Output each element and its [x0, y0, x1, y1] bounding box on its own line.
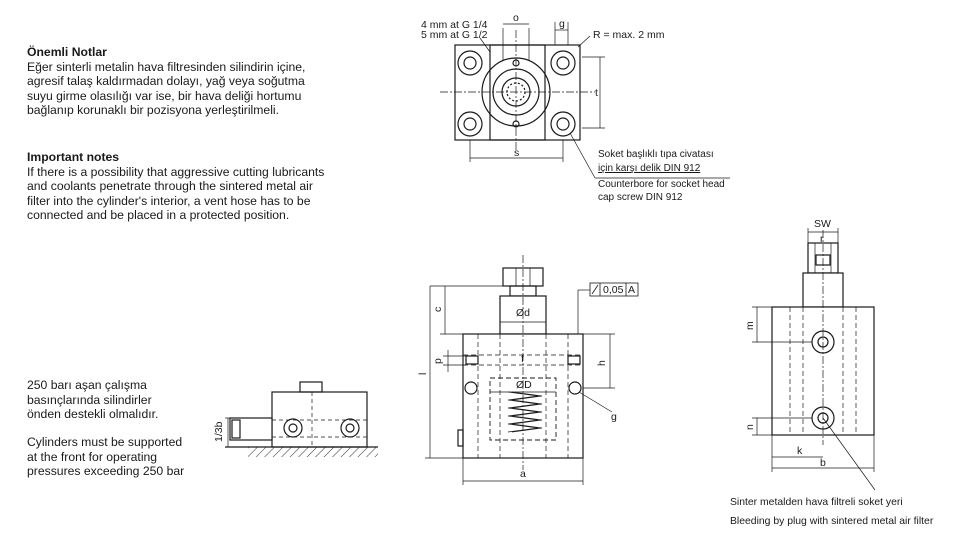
- dim-b-label: b: [820, 457, 826, 469]
- dim-l-label: l: [417, 373, 429, 375]
- dim-SW-label: SW: [814, 218, 831, 230]
- dim-o-label: o: [513, 12, 519, 24]
- dim-g-label: g: [559, 18, 565, 30]
- radius-label: R = max. 2 mm: [593, 29, 665, 41]
- counterbore-label-en-2: cap screw DIN 912: [598, 192, 683, 203]
- dim-p-label: p: [432, 358, 444, 364]
- notes-english-line: If there is a possibility that aggressiv…: [27, 164, 325, 179]
- dim-D-label: ØD: [516, 379, 532, 391]
- dim-s-label: s: [514, 147, 519, 159]
- counterbore-label-tr-2: için karşı delik DIN 912: [598, 163, 701, 174]
- filter-caption-tr: Sinter metalden hava filtreli soket yeri: [730, 497, 903, 508]
- notes-turkish-line: bağlanıp korunaklı bir pozisyona yerleşt…: [27, 103, 279, 118]
- support-note-english: Cylinders must be supported at the front…: [27, 435, 227, 479]
- notes-english-heading: Important notes: [27, 150, 120, 164]
- dim-g-front-label: g: [611, 411, 617, 423]
- tolerance-value: 0,05: [603, 284, 624, 296]
- support-view-drawing: [225, 381, 378, 457]
- notes-english-line: connected and be placed in a protected p…: [27, 208, 290, 223]
- front-view-drawing: [425, 255, 639, 485]
- dim-d-label: Ød: [516, 307, 530, 319]
- dim-a-label: a: [520, 468, 526, 480]
- dim-one-third-b-label: 1/3b: [213, 421, 225, 442]
- counterbore-label-tr-1: Soket başlıklı tıpa civatası: [598, 149, 714, 160]
- support-en-line: pressures exceeding 250 bar: [27, 464, 185, 479]
- notes-english: Important notes If there is a possibilit…: [27, 150, 357, 223]
- side-view-drawing: [752, 228, 876, 491]
- dim-n-label: n: [744, 424, 756, 430]
- dim-m-label: m: [744, 321, 756, 330]
- notes-turkish-line: Eğer sinterli metalin hava filtresinden …: [27, 59, 306, 74]
- dim-h-label: h: [596, 360, 608, 366]
- notes-english-line: filter into the cylinder's interior, a v…: [27, 193, 311, 208]
- dim-f-label: f: [521, 353, 524, 365]
- support-tr-line: 250 barı aşan çalışma: [27, 378, 147, 392]
- depth-label-1: 4 mm at G 1/4: [421, 19, 488, 31]
- support-tr-line: basınçlarında silindirler: [27, 392, 152, 407]
- support-en-line: Cylinders must be supported: [27, 435, 183, 449]
- dim-k-label: k: [797, 445, 803, 457]
- top-view-drawing: [440, 22, 730, 179]
- depth-label-2: 5 mm at G 1/2: [421, 29, 488, 41]
- notes-english-line: and coolants penetrate through the sinte…: [27, 179, 313, 194]
- notes-turkish-line: suyu girme olasılığı var ise, bir hava d…: [27, 88, 302, 103]
- dim-t-label: t: [595, 87, 598, 99]
- support-tr-line: önden destekli olmalıdır.: [27, 407, 159, 422]
- tolerance-datum: A: [628, 284, 635, 296]
- support-en-line: at the front for operating: [27, 449, 158, 464]
- filter-caption-en: Bleeding by plug with sintered metal air…: [730, 516, 934, 527]
- support-note-turkish: 250 barı aşan çalışma basınçlarında sili…: [27, 378, 227, 422]
- dim-r-label: r: [820, 233, 824, 245]
- notes-turkish: Önemli Notlar Eğer sinterli metalin hava…: [27, 45, 357, 118]
- counterbore-label-en-1: Counterbore for socket head: [598, 179, 725, 190]
- dim-c-label: c: [432, 307, 444, 312]
- notes-turkish-heading: Önemli Notlar: [27, 45, 107, 59]
- notes-turkish-line: agresif talaş kaldırmadan dolayı, yağ ve…: [27, 74, 305, 89]
